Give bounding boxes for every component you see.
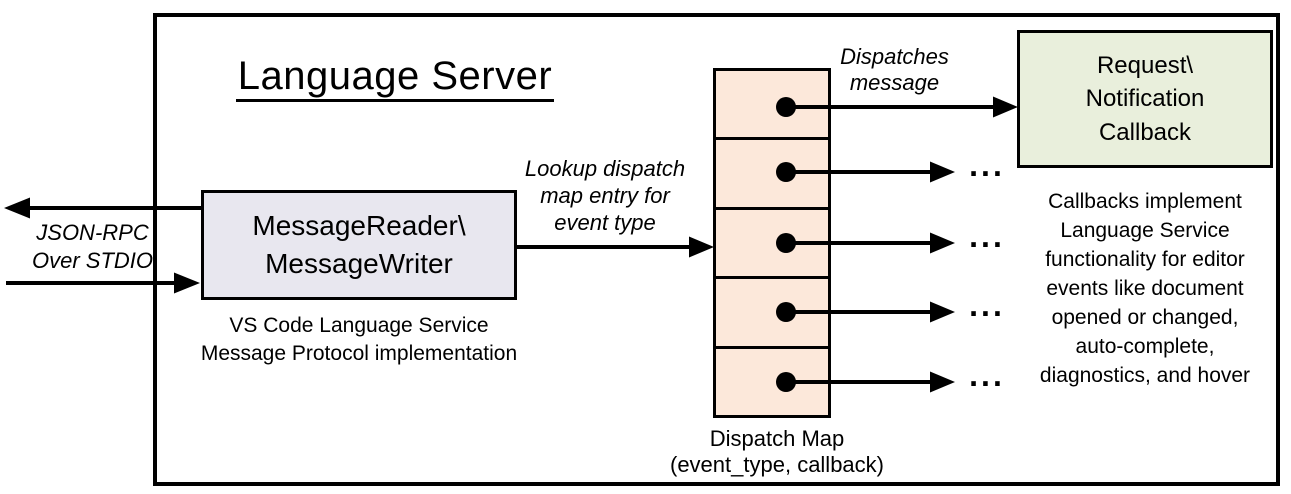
lookup-dispatch-label: Lookup dispatch map entry for event type [505,156,705,236]
callbacks-note-line5: opened or changed, [1051,306,1239,329]
callbacks-note-line2: Language Service [1060,219,1230,242]
page-title: Language Server [215,54,575,102]
dispatch-map-caption: Dispatch Map (event_type, callback) [652,426,902,478]
dispatches-message-label: Dispatches message [822,44,967,97]
lookup-dispatch-label-line2: map entry for [540,182,670,208]
callback-box-line3: Callback [1098,118,1192,146]
callback-box-line2: Notification [1085,85,1205,113]
dispatch-map-cell [716,137,828,206]
dispatch-map-stack [713,68,831,418]
json-rpc-stdio-label: JSON-RPC Over STDIO [20,219,165,274]
page-title-text: Language Server [235,54,555,102]
ellipsis-mark: ... [969,357,1005,393]
message-reader-caption: VS Code Language Service Message Protoco… [159,312,559,367]
callbacks-note-line1: Callbacks implement [1048,190,1242,213]
lookup-dispatch-label-line3: event type [554,209,656,235]
message-reader-writer-box: MessageReader\ MessageWriter [201,190,517,300]
callbacks-note: Callbacks implement Language Service fun… [1003,187,1287,390]
message-reader-caption-line1: VS Code Language Service [229,314,489,337]
dispatches-message-label-line1: Dispatches [840,44,949,69]
dispatch-map-cell [716,345,828,415]
message-reader-caption-line2: Message Protocol implementation [200,341,518,365]
lookup-dispatch-label-line1: Lookup dispatch [524,156,686,181]
dispatch-map-caption-line1: Dispatch Map [709,426,845,451]
callback-box-line1: Request\ [1096,51,1194,79]
ellipsis-mark: ... [969,287,1005,323]
message-writer-label: MessageWriter [265,248,453,279]
callbacks-note-line7: diagnostics, and hover [1039,364,1251,387]
ellipsis-mark: ... [969,218,1005,254]
language-server-boundary-box [153,13,1280,486]
request-notification-callback-box: Request\ Notification Callback [1017,30,1273,168]
json-rpc-stdio-label-line1: JSON-RPC [36,220,149,245]
dispatch-map-cell [716,276,828,345]
ellipsis-mark: ... [969,147,1005,183]
callbacks-note-line3: functionality for editor [1045,248,1245,271]
json-rpc-stdio-label-line2: Over STDIO [31,247,153,273]
dispatch-map-caption-line2: (event_type, callback) [670,451,884,477]
dispatch-map-cell [716,71,828,137]
dispatches-message-label-line2: message [849,70,940,96]
message-reader-label: MessageReader\ [252,210,466,242]
dispatch-map-cell [716,206,828,276]
callbacks-note-line6: auto-complete, [1075,335,1215,358]
callbacks-note-line4: events like document [1046,277,1244,300]
